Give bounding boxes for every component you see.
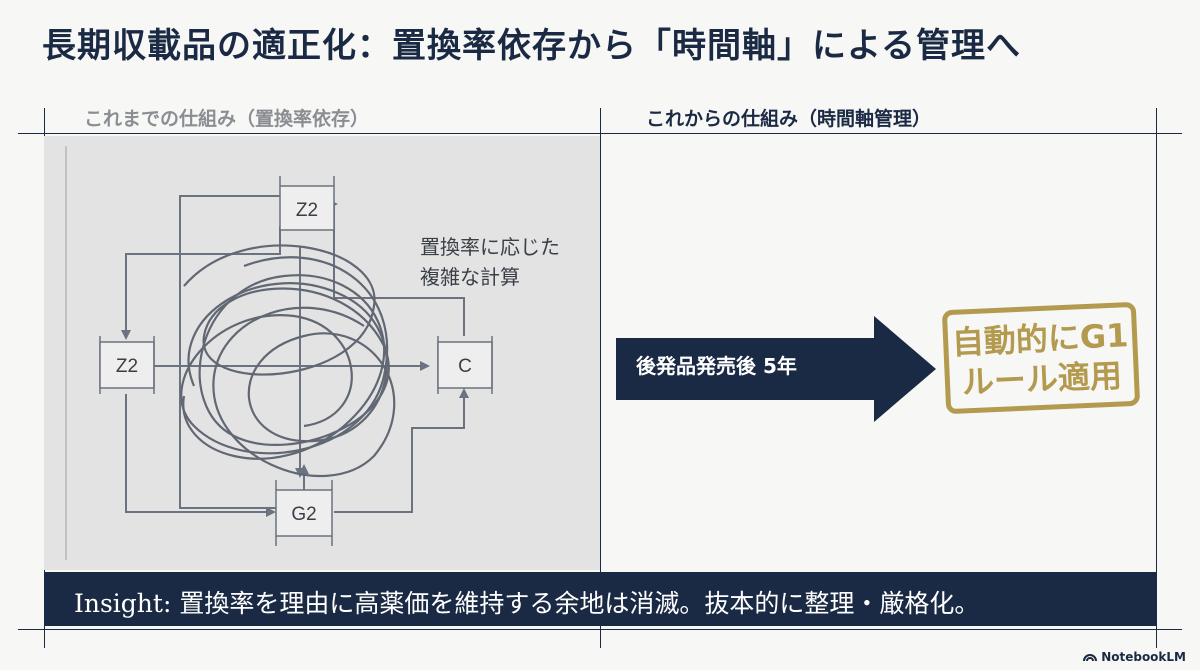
svg-text:C: C: [458, 356, 472, 377]
g1-rule-stamp: 自動的にG1 ルール適用: [941, 301, 1141, 415]
calculation-note: 置換率に応じた 複雑な計算: [420, 232, 610, 292]
connector-bottom-right: [334, 388, 469, 513]
page-title: 長期収載品の適正化：置換率依存から「時間軸」による管理へ: [42, 26, 1021, 66]
node-g2: G2: [275, 480, 333, 546]
svg-text:Z2: Z2: [116, 356, 138, 377]
node-c: C: [437, 336, 493, 394]
divider-center: [600, 108, 601, 648]
divider-right: [1156, 108, 1157, 648]
notebooklm-icon: [1083, 654, 1098, 662]
tangle-loop-2: [187, 282, 396, 478]
calculation-note-line-2: 複雑な計算: [420, 265, 520, 289]
notebooklm-logo: NotebookLM: [1083, 650, 1186, 664]
stamp-line-2: ルール適用: [961, 356, 1123, 402]
svg-text:Z2: Z2: [296, 200, 318, 221]
node-z2-top: Z2: [279, 176, 335, 240]
connector-left-bottom: [125, 394, 276, 517]
tangle-loop-1: [182, 244, 390, 460]
svg-text:G2: G2: [291, 504, 316, 525]
node-z2-left: Z2: [99, 336, 155, 394]
insight-banner: Insight: 置換率を理由に高薬価を維持する余地は消滅。抜本的に整理・厳格化…: [44, 572, 1156, 626]
complex-calculation-diagram: Z2 Z2 C G2: [65, 146, 493, 560]
new-system-heading: これからの仕組み（時間軸管理）: [646, 108, 932, 130]
timeline-arrow: [616, 316, 936, 422]
logo-text: NotebookLM: [1101, 650, 1186, 664]
tangle-loop-3: [180, 256, 389, 455]
calculation-note-line-1: 置換率に応じた: [420, 235, 560, 259]
timeline-arrow-label: 後発品発売後 5年: [636, 354, 797, 378]
insight-text: Insight: 置換率を理由に高薬価を維持する余地は消滅。抜本的に整理・厳格化…: [74, 589, 980, 618]
old-system-heading: これまでの仕組み（置換率依存）: [84, 108, 370, 130]
